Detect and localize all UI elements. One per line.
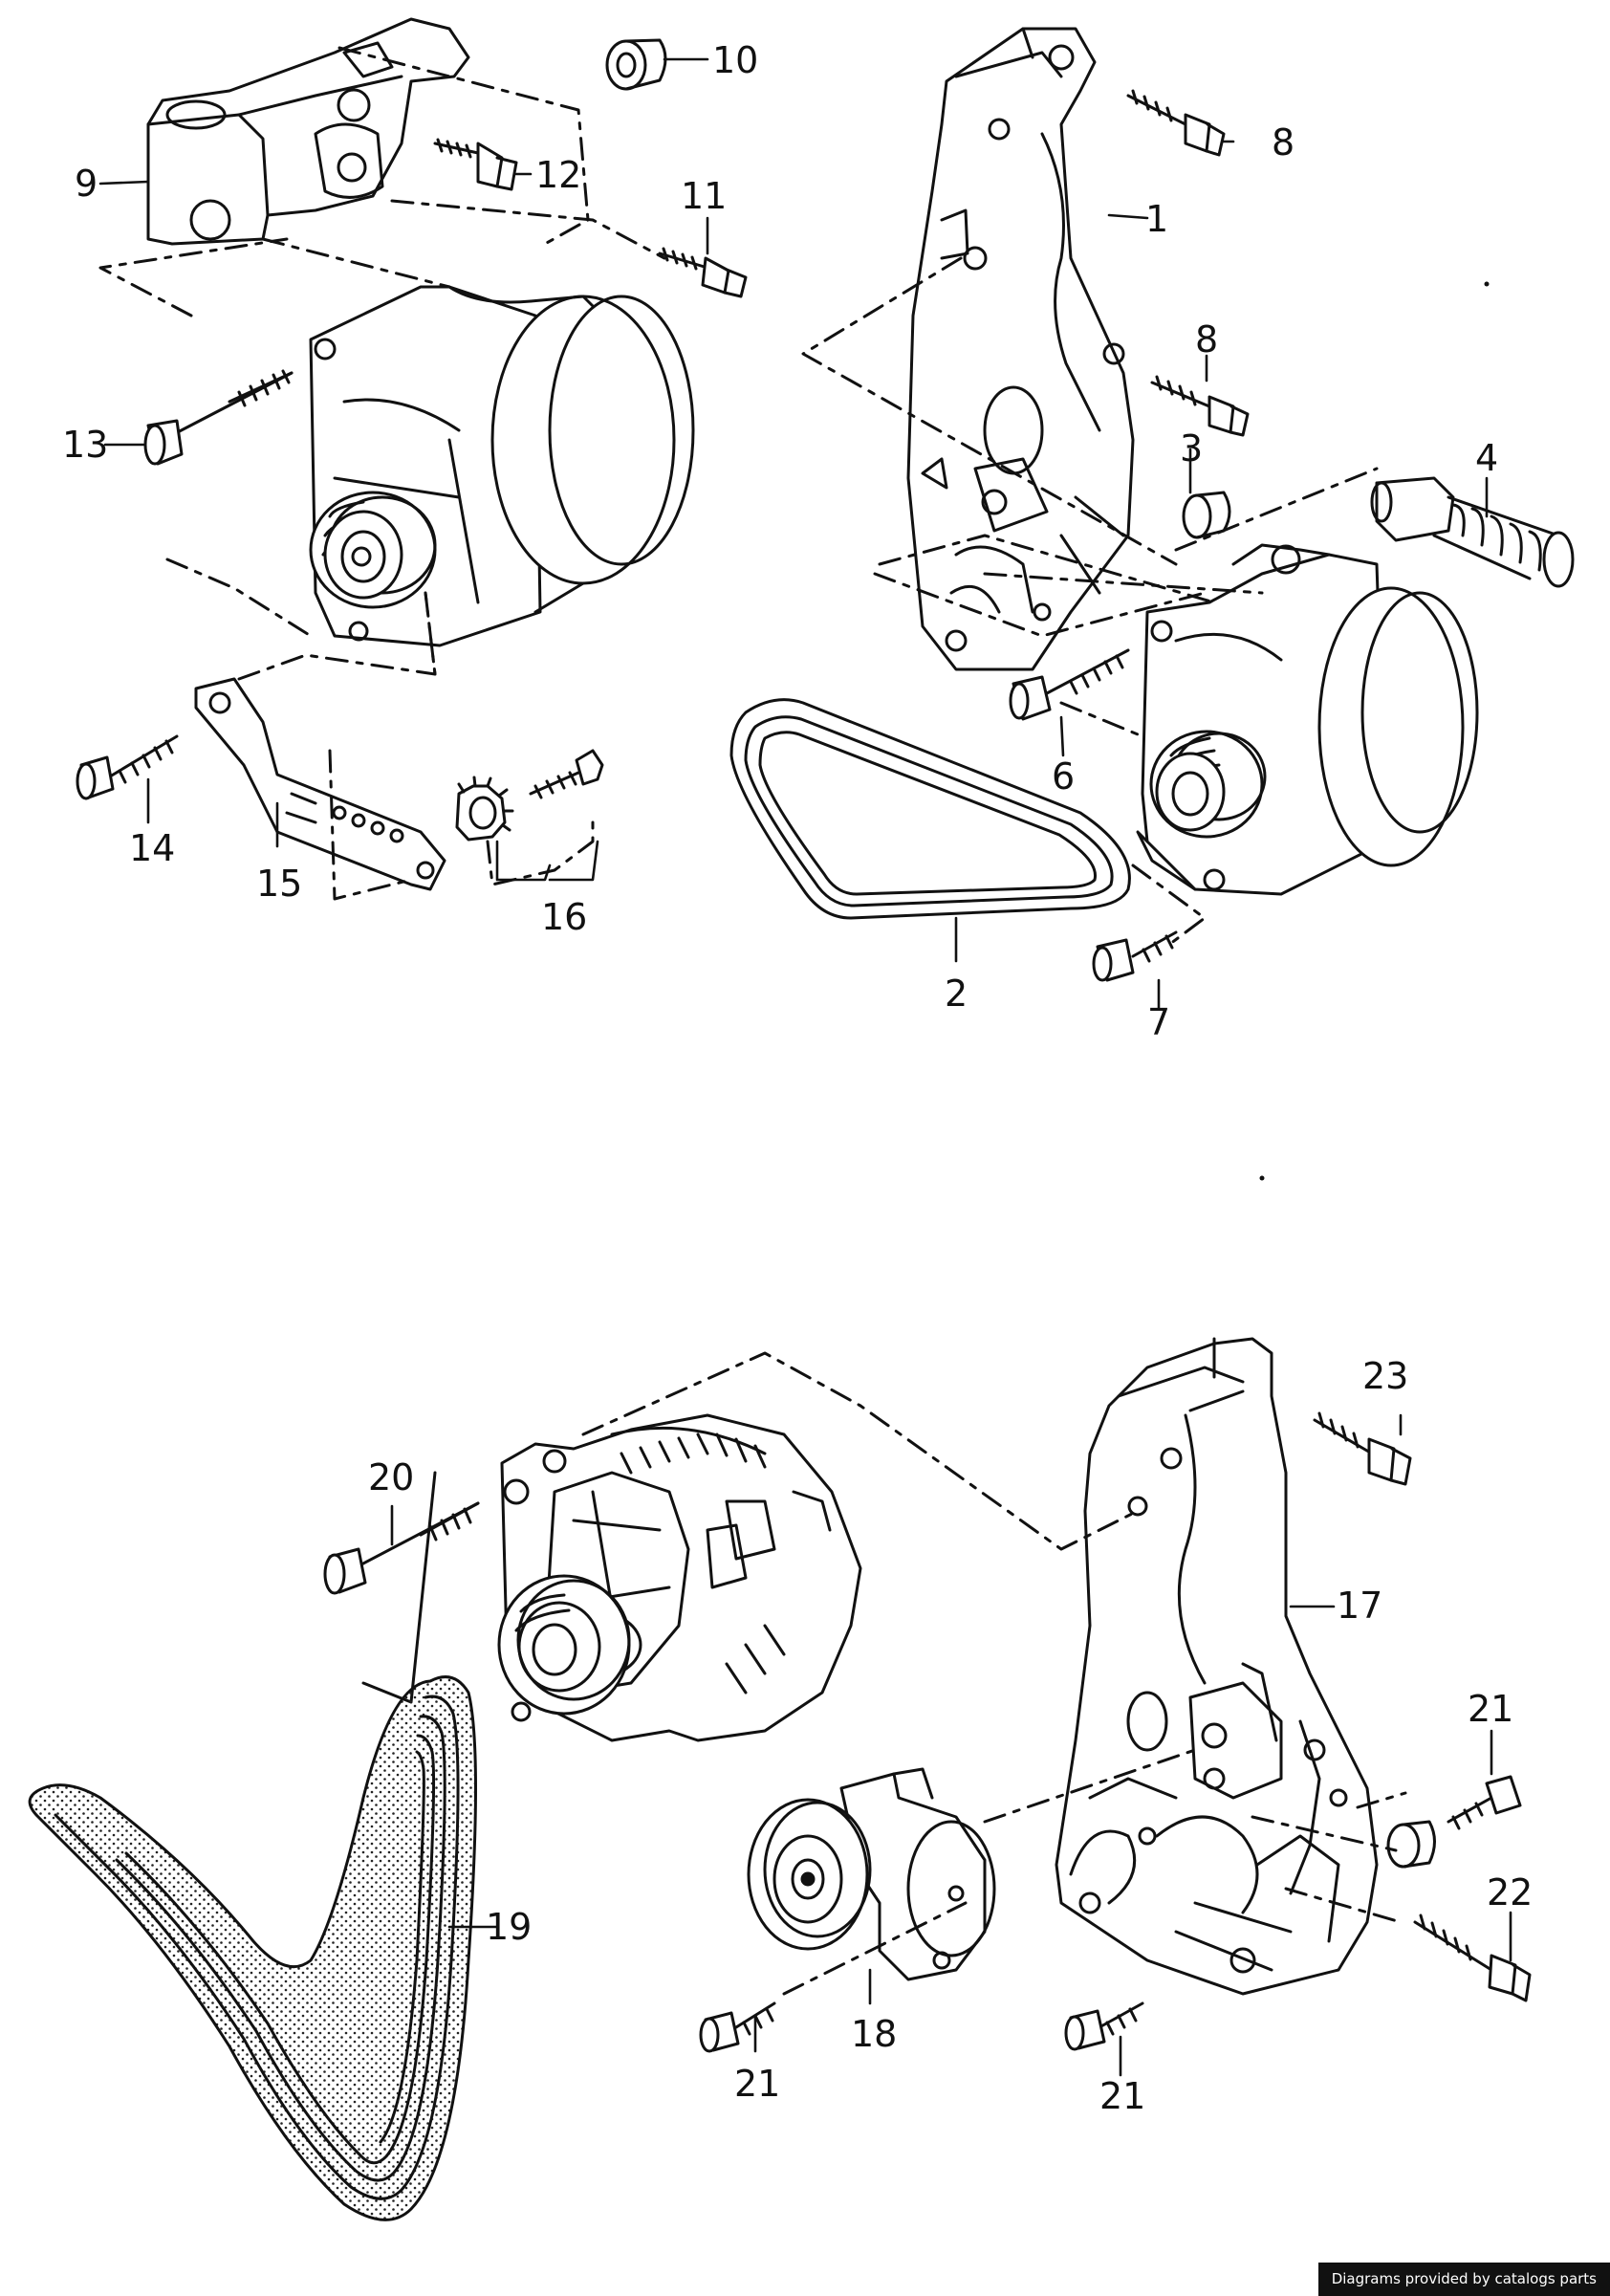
- mounting-bracket-part-1: [906, 27, 1135, 671]
- bolt-part-14: [76, 734, 179, 800]
- bolt-part-20: [323, 1501, 480, 1595]
- callout-15: 15: [256, 863, 302, 905]
- callout-14: 14: [129, 827, 175, 869]
- callout-11: 11: [681, 175, 727, 217]
- dashed-assembly-lines-bottom: [581, 1351, 1407, 1996]
- callout-labels: 9 10 12 11 13 14 15 16 8 1 8 3 4 6 2 7 2…: [62, 39, 1533, 2117]
- callout-12: 12: [535, 154, 581, 196]
- bushing-part-10: [605, 38, 667, 91]
- bolt-part-21-right: [1447, 1775, 1522, 1830]
- diagram-credit: Diagrams provided by catalogs parts: [1317, 2263, 1610, 2296]
- nut-and-bolt-part-16: [455, 749, 604, 842]
- callout-8-upper: 8: [1272, 121, 1295, 164]
- v-belt-part-2: [729, 698, 1131, 920]
- tensioner-bracket-part-9: [146, 17, 470, 246]
- callout-22: 22: [1487, 1871, 1533, 1913]
- callout-16: 16: [541, 896, 587, 938]
- callout-18: 18: [851, 2013, 897, 2055]
- callout-19: 19: [486, 1906, 532, 1948]
- callout-21-middle: 21: [1099, 2075, 1145, 2117]
- bolt-part-12: [433, 138, 518, 191]
- callout-8-lower: 8: [1195, 318, 1218, 361]
- bolt-part-8-lower: [1150, 375, 1250, 437]
- dashed-assembly-lines-top-left: [98, 46, 666, 901]
- mounting-bracket-part-17: [1055, 1337, 1379, 1996]
- callout-4: 4: [1475, 437, 1498, 479]
- bolt-part-13: [143, 369, 294, 466]
- dashed-assembly-lines-top-right: [801, 256, 1379, 949]
- generator-lower: [361, 1413, 862, 1742]
- callout-9: 9: [75, 163, 98, 205]
- bolt-part-22: [1413, 1913, 1532, 2002]
- bolt-part-21-bottom-left: [699, 2001, 776, 2053]
- callout-3: 3: [1180, 427, 1203, 470]
- callout-6: 6: [1052, 755, 1075, 798]
- bracket-part-15: [194, 677, 446, 891]
- callout-7: 7: [1147, 1001, 1170, 1043]
- bolt-part-7: [1092, 930, 1178, 982]
- bolt-part-23: [1313, 1411, 1412, 1486]
- scan-specks: [1259, 281, 1490, 1181]
- bolt-part-8-upper: [1126, 89, 1226, 157]
- callout-17: 17: [1337, 1585, 1382, 1627]
- generator-upper-left: [309, 285, 695, 647]
- callout-1: 1: [1145, 198, 1168, 240]
- callout-23: 23: [1362, 1355, 1408, 1397]
- bolt-part-11: [658, 247, 748, 298]
- bolt-part-21-bottom-middle: [1064, 2001, 1144, 2051]
- callout-10: 10: [712, 39, 758, 81]
- generator-upper-right: [1136, 543, 1479, 896]
- ribbed-belt-part-19: [28, 1675, 477, 2221]
- callout-2: 2: [945, 973, 968, 1015]
- damper-part-4: [1370, 476, 1575, 588]
- bushing-bottom-right: [1386, 1820, 1436, 1869]
- callout-13: 13: [62, 424, 108, 466]
- callout-21-right: 21: [1468, 1688, 1513, 1730]
- bolt-part-6: [1009, 648, 1130, 721]
- belt-tensioner-part-18: [747, 1767, 996, 1981]
- callout-20: 20: [368, 1456, 414, 1498]
- leader-lines: [98, 57, 1512, 2077]
- callout-21-left: 21: [734, 2063, 780, 2105]
